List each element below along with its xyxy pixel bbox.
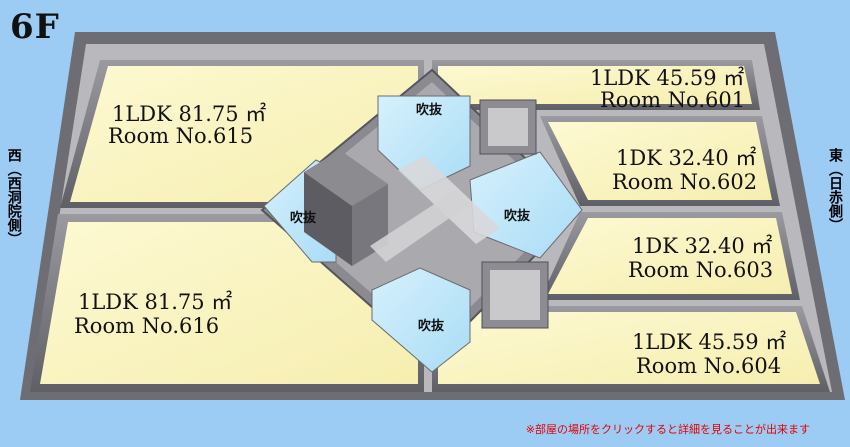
room-602[interactable] bbox=[540, 116, 780, 206]
room-601[interactable] bbox=[432, 60, 760, 110]
room-603-number[interactable]: Room No.603 bbox=[628, 258, 774, 282]
room-602-number[interactable]: Room No.602 bbox=[612, 170, 758, 194]
east-dir: 東 bbox=[827, 148, 843, 162]
west-side-label: 西（西洞院側） bbox=[5, 148, 22, 246]
west-sub: （西洞院側） bbox=[5, 162, 22, 246]
room-616-type[interactable]: 1LDK 81.75 ㎡ bbox=[78, 290, 233, 314]
void-west-label: 吹抜 bbox=[290, 211, 317, 226]
room-603[interactable] bbox=[540, 212, 800, 300]
room-602-type[interactable]: 1DK 32.40 ㎡ bbox=[616, 146, 757, 170]
corridor bbox=[370, 156, 500, 262]
room-615-number[interactable]: Room No.615 bbox=[108, 124, 254, 148]
room-604-number[interactable]: Room No.604 bbox=[636, 354, 782, 378]
room-601-type[interactable]: 1LDK 45.59 ㎡ bbox=[590, 66, 745, 90]
west-dir: 西 bbox=[5, 148, 22, 162]
floor-label: 6F bbox=[10, 7, 60, 47]
click-instruction-note: ※部屋の場所をクリックすると詳細を見ることが出来ます bbox=[525, 423, 810, 436]
void-south bbox=[371, 267, 471, 373]
room-604-type[interactable]: 1LDK 45.59 ㎡ bbox=[632, 330, 787, 354]
void-east-label: 吹抜 bbox=[504, 209, 531, 224]
east-sub: （日赤側） bbox=[827, 162, 843, 232]
room-615-type[interactable]: 1LDK 81.75 ㎡ bbox=[112, 102, 267, 126]
stair-south bbox=[481, 261, 549, 329]
stair-north bbox=[479, 99, 537, 155]
room-616-number[interactable]: Room No.616 bbox=[74, 314, 220, 338]
void-north-label: 吹抜 bbox=[416, 103, 443, 118]
room-601-number[interactable]: Room No.601 bbox=[600, 88, 746, 112]
void-south-label: 吹抜 bbox=[418, 319, 445, 334]
east-side-label: 東（日赤側） bbox=[827, 148, 843, 232]
room-603-type[interactable]: 1DK 32.40 ㎡ bbox=[632, 234, 773, 258]
